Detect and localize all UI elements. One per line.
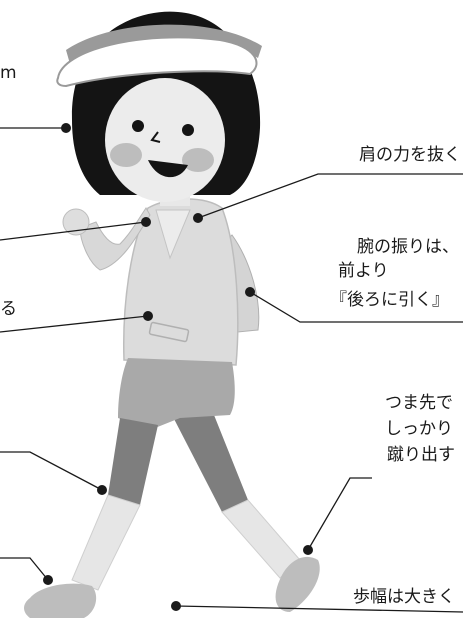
left-cheek xyxy=(110,143,142,167)
callout-front-shoulder xyxy=(0,221,147,241)
callout-stride xyxy=(175,605,463,613)
label-left-middle-fragment: る xyxy=(0,299,17,319)
jacket-pocket xyxy=(148,321,190,343)
back-shoe xyxy=(275,556,320,612)
back-leg xyxy=(172,410,248,512)
visor-band xyxy=(66,24,262,64)
dot-head xyxy=(61,123,71,133)
dot-waist xyxy=(143,311,153,321)
label-top-left-fragment: m xyxy=(0,63,17,83)
callout-knee xyxy=(0,451,103,491)
label-shoulder: 肩の力を抜く xyxy=(359,145,461,165)
face xyxy=(105,78,225,202)
label-arm-swing-line3: 『後ろに引く』 xyxy=(330,290,449,310)
dot-shoulder xyxy=(193,213,203,223)
label-arm-swing-line1: 腕の振りは、 xyxy=(357,237,459,257)
callout-shoulder xyxy=(197,173,463,219)
nose xyxy=(150,131,161,143)
callout-elbow xyxy=(249,291,463,323)
front-sock xyxy=(71,494,141,591)
right-cheek xyxy=(182,148,214,172)
left-eye xyxy=(132,120,144,132)
shorts xyxy=(118,358,235,430)
callout-lines xyxy=(0,127,463,613)
front-fist xyxy=(62,208,90,236)
dot-ankle xyxy=(43,575,53,585)
dot-toe xyxy=(303,545,313,555)
visor-brim xyxy=(56,36,258,88)
callout-dots xyxy=(43,123,313,611)
callout-toe xyxy=(307,477,372,551)
label-arm-swing-line2: 前より xyxy=(338,261,389,281)
dot-stride xyxy=(171,601,181,611)
callout-ankle xyxy=(0,557,49,581)
dot-elbow xyxy=(245,287,255,297)
mouth xyxy=(148,160,188,178)
walking-woman-illustration xyxy=(24,11,320,618)
right-eye xyxy=(182,124,194,136)
front-shoe xyxy=(24,583,97,618)
jacket-collar xyxy=(155,209,191,260)
label-toe-line1: つま先で xyxy=(385,393,453,413)
front-leg xyxy=(108,418,158,505)
dot-front-shoulder xyxy=(141,217,151,227)
dot-knee xyxy=(97,485,107,495)
label-toe-line3: 蹴り出す xyxy=(387,445,455,465)
label-toe-line2: しっかり xyxy=(385,419,453,439)
callout-waist xyxy=(0,315,149,333)
label-stride: 歩幅は大きく xyxy=(353,587,455,607)
